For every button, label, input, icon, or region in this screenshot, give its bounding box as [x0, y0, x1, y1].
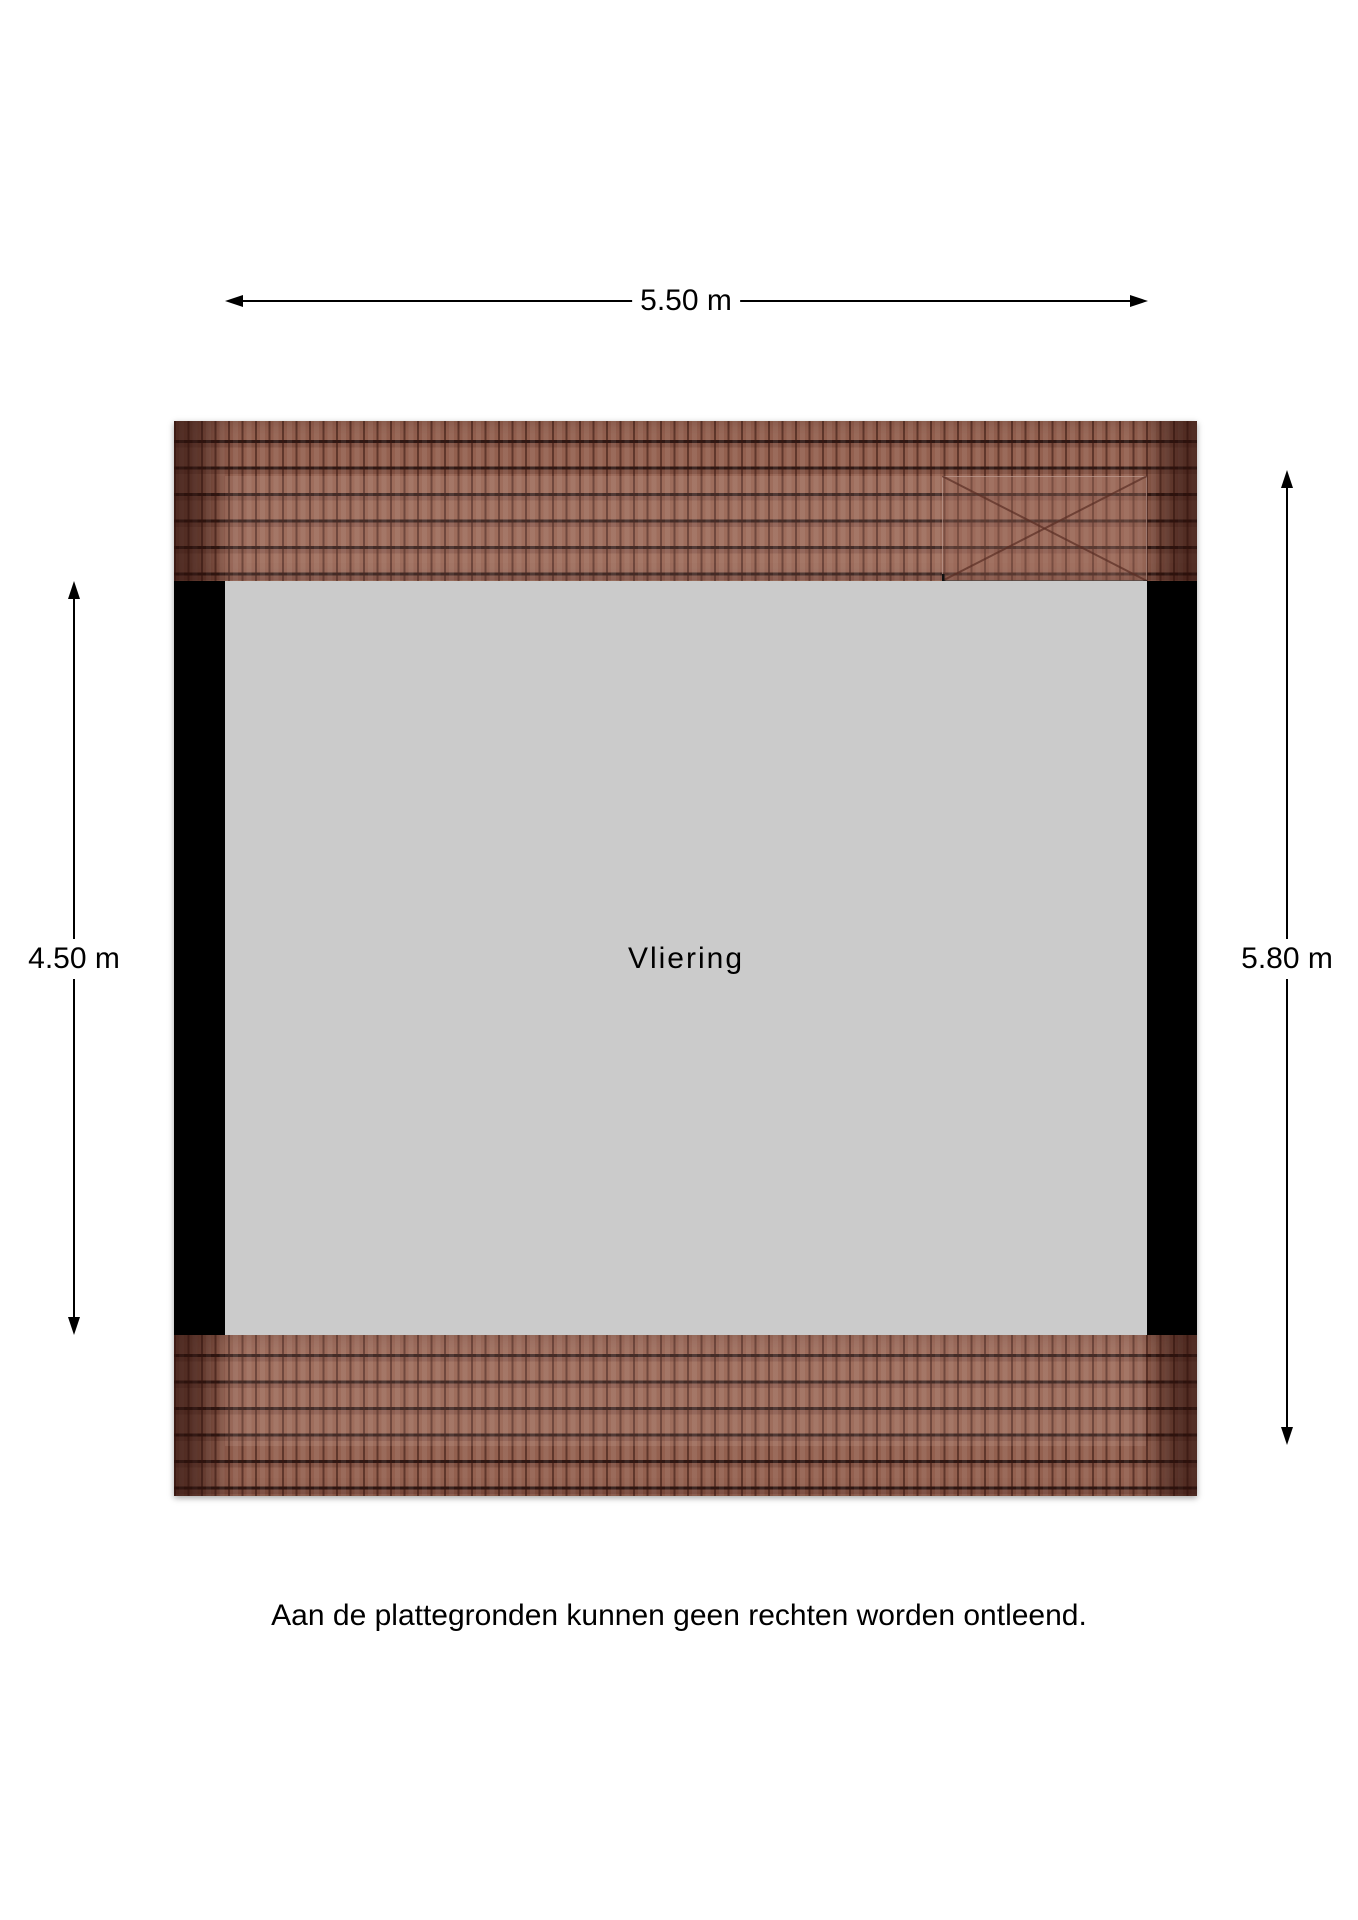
left-height-dimension-label: 4.50 m [20, 939, 128, 979]
attic-hatch [942, 476, 1147, 584]
roof-tiles-bottom [174, 1335, 1197, 1496]
room-label: Vliering [627, 942, 745, 975]
right-height-dimension-label: 5.80 m [1233, 939, 1341, 979]
width-dimension-label: 5.50 m [632, 281, 740, 321]
roof-tiles-top-inner [225, 476, 1146, 581]
wall-left [174, 581, 225, 1335]
room-floor [225, 581, 1147, 1335]
wall-right [1147, 581, 1197, 1335]
roof-tiles-top [174, 421, 1197, 584]
floor-plan: Vliering [174, 421, 1197, 1496]
disclaimer-text: Aan de plattegronden kunnen geen rechten… [271, 1599, 1087, 1632]
roof-tiles-bottom-inner [225, 1335, 1146, 1446]
